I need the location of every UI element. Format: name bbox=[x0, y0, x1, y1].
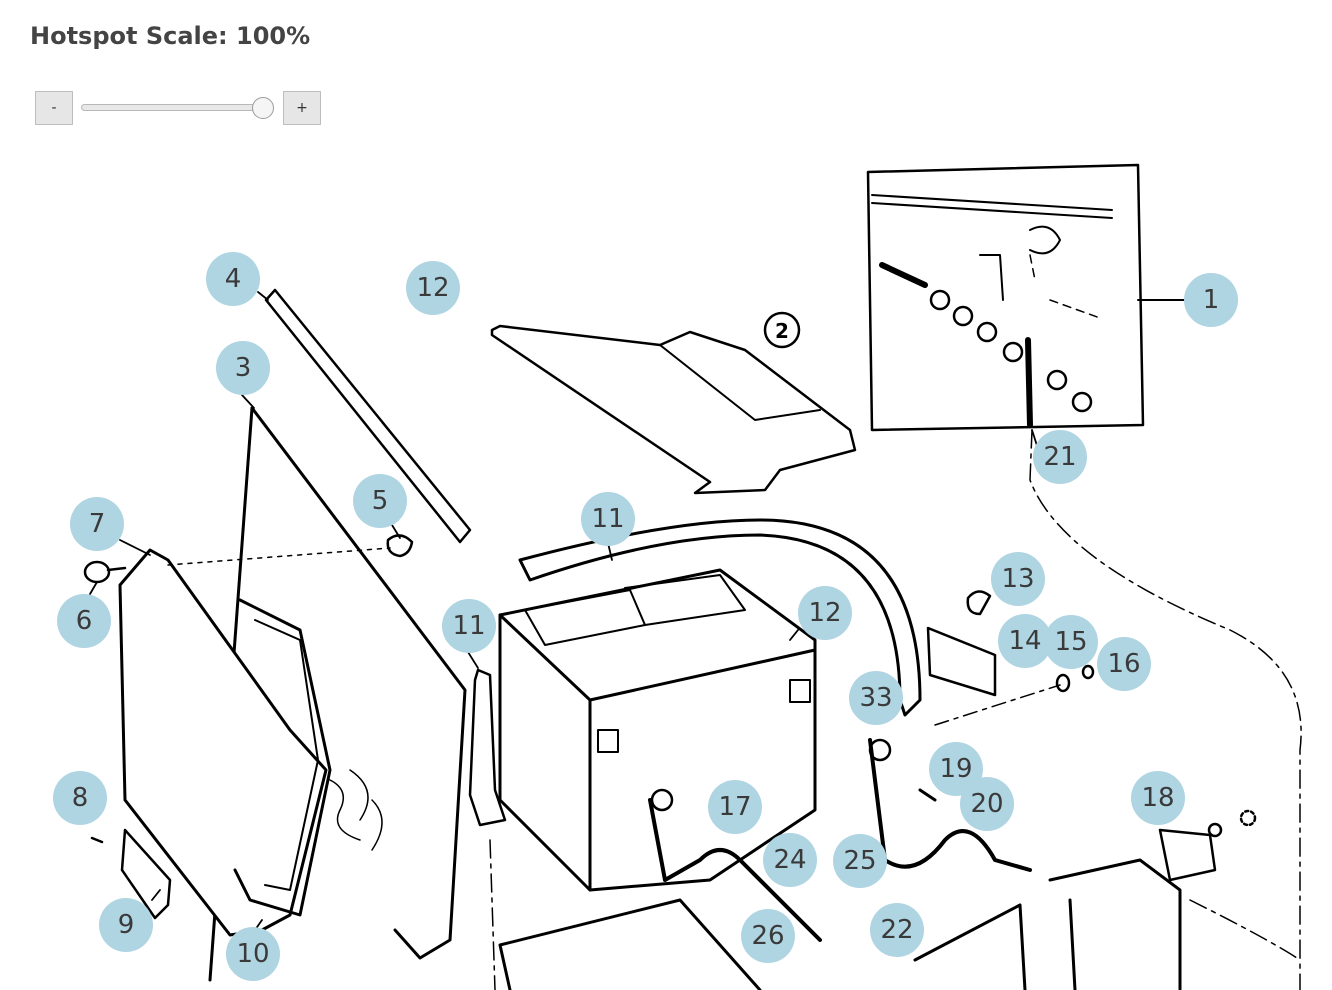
cover-2 bbox=[490, 324, 857, 495]
scale-slider-thumb[interactable] bbox=[252, 97, 274, 119]
hotspot-15[interactable]: 15 bbox=[1044, 615, 1098, 669]
hotspot-1[interactable]: 1 bbox=[1184, 273, 1238, 327]
bracket-13 bbox=[966, 590, 992, 616]
strap-11 bbox=[518, 518, 922, 717]
cable-17 bbox=[648, 798, 822, 942]
plate-9 bbox=[120, 828, 172, 920]
hotspot-12b[interactable]: 12 bbox=[798, 586, 852, 640]
zoom-out-button[interactable]: - bbox=[35, 91, 73, 125]
zoom-in-button[interactable]: + bbox=[283, 91, 321, 125]
bracket-5 bbox=[386, 534, 414, 558]
hotspot-26[interactable]: 26 bbox=[741, 909, 795, 963]
hotspot-19[interactable]: 19 bbox=[929, 742, 983, 796]
hotspot-14[interactable]: 14 bbox=[998, 614, 1052, 668]
hotspot-11b[interactable]: 11 bbox=[442, 599, 496, 653]
hotspot-5[interactable]: 5 bbox=[353, 474, 407, 528]
strip-4 bbox=[264, 288, 472, 544]
tray bbox=[498, 898, 762, 990]
hotspot-10[interactable]: 10 bbox=[226, 927, 280, 981]
latch-11 bbox=[468, 668, 507, 827]
callout-2-circle bbox=[763, 311, 801, 349]
solenoid-18 bbox=[1048, 858, 1182, 990]
hotspot-21[interactable]: 21 bbox=[1033, 430, 1087, 484]
hotspot-17[interactable]: 17 bbox=[708, 780, 762, 834]
hotspot-8[interactable]: 8 bbox=[53, 771, 107, 825]
hotspot-18[interactable]: 18 bbox=[1131, 771, 1185, 825]
callout-2-label: 2 bbox=[775, 319, 789, 343]
hotspot-4[interactable]: 4 bbox=[206, 252, 260, 306]
hotspot-13[interactable]: 13 bbox=[991, 552, 1045, 606]
hotspot-16[interactable]: 16 bbox=[1097, 637, 1151, 691]
lid-panel bbox=[118, 548, 328, 937]
cable-20 bbox=[868, 738, 1032, 872]
hotspot-24[interactable]: 24 bbox=[763, 833, 817, 887]
hotspot-22[interactable]: 22 bbox=[870, 903, 924, 957]
inset-frame bbox=[866, 163, 1145, 432]
hotspot-3[interactable]: 3 bbox=[216, 341, 270, 395]
knob-6 bbox=[83, 560, 111, 584]
hotspot-20[interactable]: 20 bbox=[960, 777, 1014, 831]
hotspot-9[interactable]: 9 bbox=[99, 898, 153, 952]
hotspot-11a[interactable]: 11 bbox=[581, 492, 635, 546]
page-title: Hotspot Scale: 100% bbox=[30, 22, 311, 50]
scale-slider-track[interactable] bbox=[81, 104, 271, 111]
parts-diagram: 2 bbox=[83, 163, 1302, 990]
hotspot-6[interactable]: 6 bbox=[57, 594, 111, 648]
bracket-14 bbox=[926, 626, 997, 697]
hotspot-7[interactable]: 7 bbox=[70, 497, 124, 551]
hotspot-33[interactable]: 33 bbox=[849, 671, 903, 725]
hotspot-12a[interactable]: 12 bbox=[406, 261, 460, 315]
hotspot-25[interactable]: 25 bbox=[833, 834, 887, 888]
